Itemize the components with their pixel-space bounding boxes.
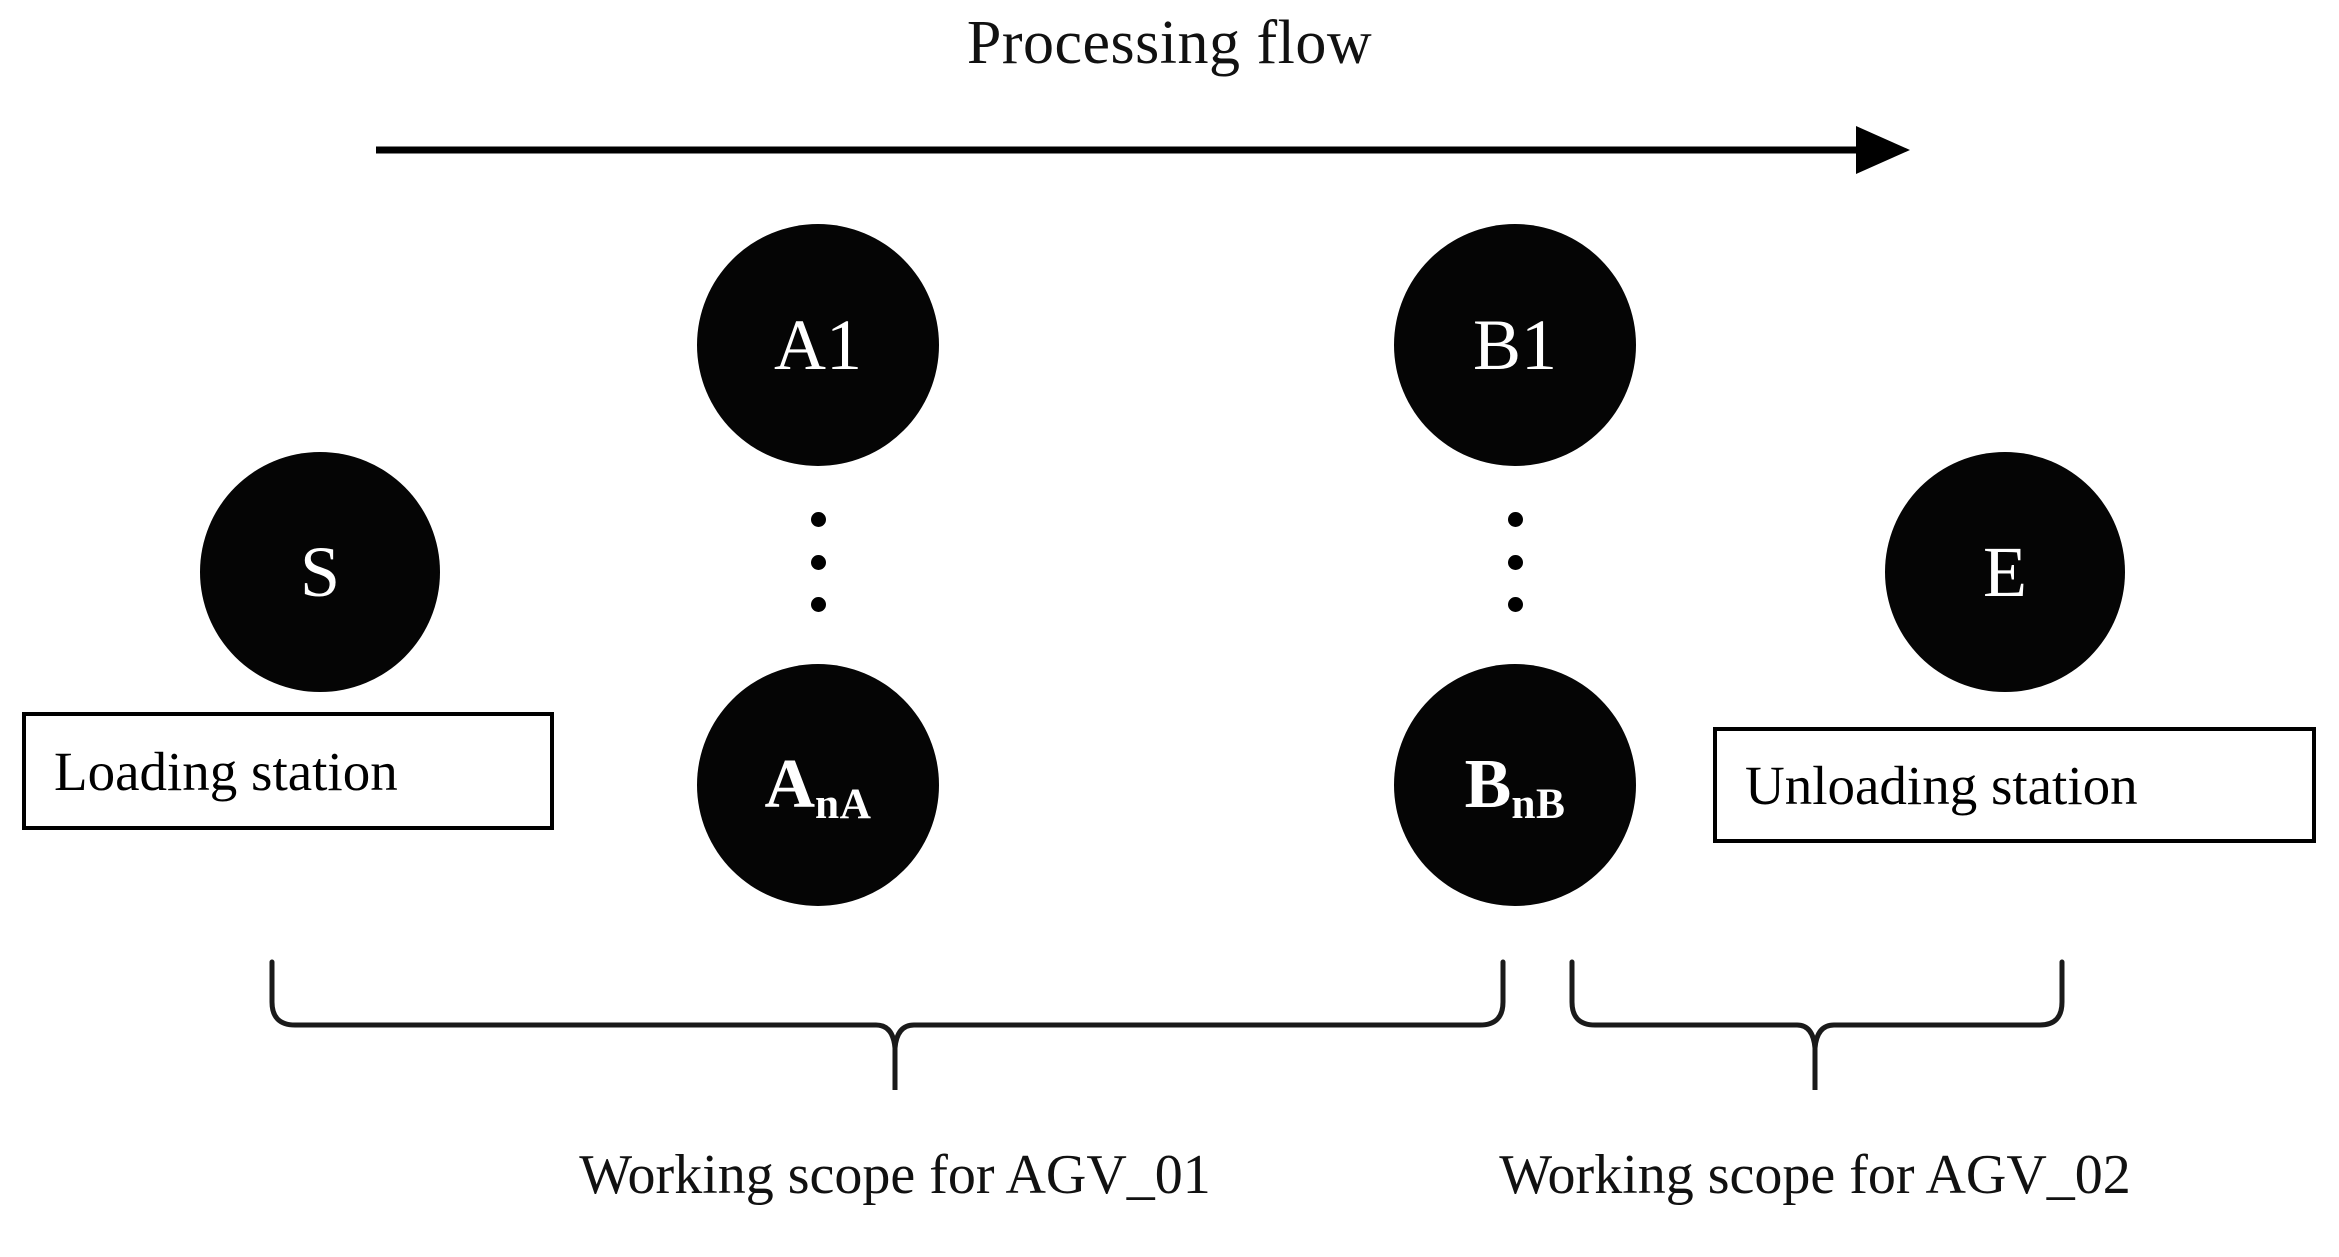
loading-station-box: Loading station xyxy=(22,712,554,830)
ellipsis-dot xyxy=(810,597,826,612)
node-label-b-nb-subscript: nB xyxy=(1511,780,1566,829)
scope-label-agv-02: Working scope for AGV_02 xyxy=(1499,1144,2131,1206)
node-a-na[interactable]: AnA xyxy=(697,664,939,906)
scope-braces xyxy=(0,940,2339,1110)
ellipsis-dot xyxy=(1507,554,1523,570)
unloading-station-label: Unloading station xyxy=(1745,754,2138,816)
node-label-a-na-base: A xyxy=(764,746,816,823)
ellipsis-dot xyxy=(1507,512,1523,527)
node-a1[interactable]: A1 xyxy=(697,224,939,466)
node-label-b-nb: BnB xyxy=(1465,750,1566,826)
loading-station-label: Loading station xyxy=(54,740,398,802)
ellipsis-dot xyxy=(1507,597,1523,612)
node-b1[interactable]: B1 xyxy=(1394,224,1636,466)
scope-label-agv-01: Working scope for AGV_01 xyxy=(579,1144,1211,1206)
unloading-station-box: Unloading station xyxy=(1713,727,2316,843)
node-label-s: S xyxy=(299,532,341,612)
node-label-b1: B1 xyxy=(1472,305,1558,385)
page-title: Processing flow xyxy=(966,9,1373,77)
brace-agv-02 xyxy=(1569,959,2065,1049)
brace-agv-01 xyxy=(269,959,1506,1049)
node-label-a-na: AnA xyxy=(764,750,871,826)
node-label-e: E xyxy=(1983,532,2027,612)
vertical-ellipsis-icon-group-a xyxy=(803,512,833,612)
node-label-a-na-subscript: nA xyxy=(815,780,872,829)
node-unloading-station[interactable]: E xyxy=(1885,452,2125,692)
node-label-a1: A1 xyxy=(774,305,862,385)
node-loading-station[interactable]: S xyxy=(200,452,440,692)
braces-svg xyxy=(269,959,2065,1090)
ellipsis-dot xyxy=(810,554,826,570)
node-label-b-nb-base: B xyxy=(1464,746,1512,823)
vertical-ellipsis-icon-group-b xyxy=(1500,512,1530,612)
arrow-svg xyxy=(376,126,1910,174)
node-b-nb[interactable]: BnB xyxy=(1394,664,1636,906)
processing-flow-arrow xyxy=(370,118,1915,182)
ellipsis-dot xyxy=(810,512,826,527)
